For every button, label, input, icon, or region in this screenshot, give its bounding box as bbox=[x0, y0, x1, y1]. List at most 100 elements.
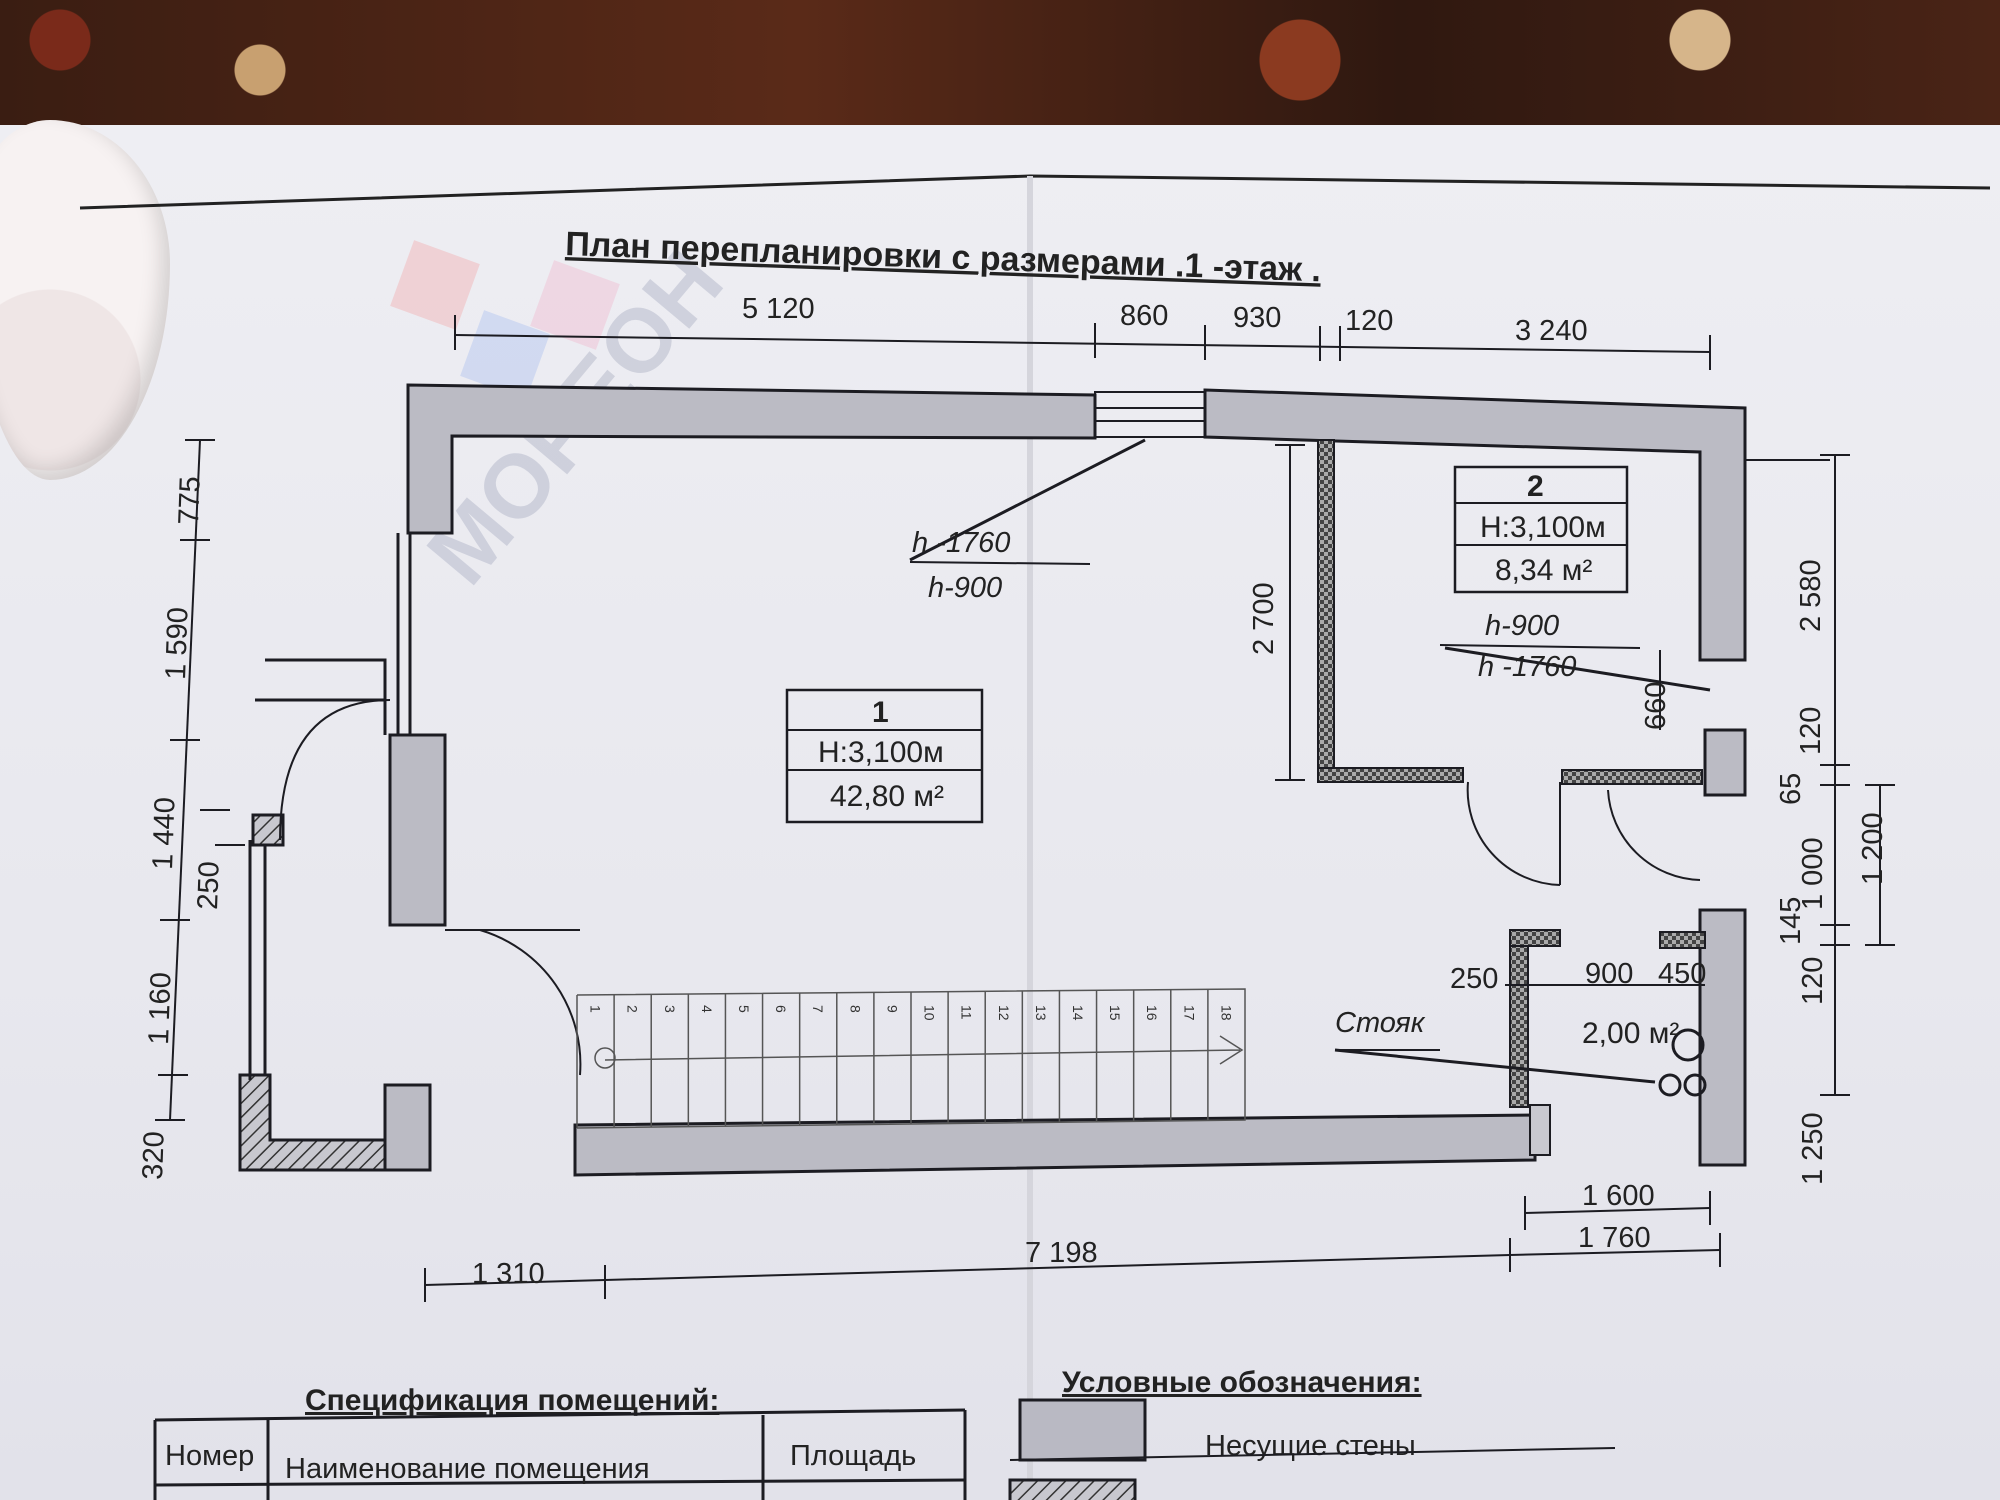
stair-step-number: 7 bbox=[810, 1005, 826, 1013]
door-swing-hall bbox=[1607, 789, 1701, 881]
stair-step-number: 6 bbox=[773, 1005, 789, 1013]
window-top bbox=[1094, 391, 1206, 438]
dim-bottom-3: 1 600 bbox=[1582, 1180, 1655, 1212]
stair-step-number: 10 bbox=[922, 1005, 938, 1021]
dim-right-2: 120 bbox=[1795, 707, 1827, 755]
door-swing-main bbox=[479, 929, 582, 1076]
spec-title: Спецификация помещений: bbox=[305, 1384, 719, 1417]
dim-bottom-4: 1 760 bbox=[1578, 1222, 1651, 1254]
legend-item-bearing: Несущие стены bbox=[1205, 1430, 1416, 1462]
window-note-leader-2 bbox=[1444, 646, 1711, 692]
dim-inner-3: 250 bbox=[1450, 963, 1498, 995]
spec-header-number: Номер bbox=[165, 1440, 254, 1472]
bath-wall-stub bbox=[1529, 1104, 1551, 1156]
stair-step-number: 2 bbox=[625, 1005, 641, 1013]
partition-bath-left bbox=[1509, 934, 1529, 1108]
spec-table bbox=[153, 1408, 967, 1500]
stair-step-number: 12 bbox=[996, 1005, 1012, 1021]
window-note-divider-1 bbox=[909, 561, 1091, 565]
dim-top-3: 930 bbox=[1233, 302, 1281, 334]
partition-room2-left bbox=[1317, 439, 1335, 781]
stair-step-number: 15 bbox=[1107, 1005, 1123, 1021]
stair-step-number: 11 bbox=[959, 1005, 975, 1020]
hatched-wall-corner bbox=[238, 1073, 387, 1172]
dim-left-4: 250 bbox=[192, 861, 226, 910]
room-2-number: 2 bbox=[1527, 470, 1544, 503]
window-note-1-top: h -1760 bbox=[912, 527, 1010, 559]
stair-step-number: 16 bbox=[1144, 1005, 1160, 1021]
stair-step-number: 14 bbox=[1070, 1005, 1086, 1021]
dim-top-4: 120 bbox=[1345, 305, 1393, 337]
spec-header-area: Площадь bbox=[790, 1440, 916, 1472]
dim-inner-1: 2 700 bbox=[1248, 582, 1280, 655]
dim-top-5: 3 240 bbox=[1515, 315, 1588, 347]
dim-right-4: 1 000 bbox=[1797, 837, 1829, 910]
legend-title: Условные обозначения: bbox=[1062, 1366, 1422, 1399]
stair-start-marker bbox=[594, 1047, 616, 1069]
dim-inner-2: 660 bbox=[1640, 682, 1672, 730]
window-note-leader-1 bbox=[909, 438, 1146, 562]
riser-leader bbox=[1334, 1048, 1656, 1084]
room-1-number: 1 bbox=[872, 696, 889, 729]
window-note-divider-2 bbox=[1439, 644, 1641, 649]
dim-right-6: 145 bbox=[1775, 897, 1807, 945]
dim-left-3: 1 440 bbox=[147, 797, 182, 871]
dim-left-5: 1 160 bbox=[143, 972, 178, 1046]
door-swing-room2 bbox=[1466, 781, 1561, 886]
dim-right-8: 1 250 bbox=[1797, 1112, 1829, 1185]
dim-right-7: 120 bbox=[1797, 957, 1829, 1005]
stair-step-number: 18 bbox=[1218, 1005, 1234, 1021]
spec-header-name: Наименование помещения bbox=[285, 1453, 650, 1485]
stair-step-number: 13 bbox=[1033, 1005, 1049, 1021]
vestibule-walls bbox=[248, 533, 412, 1080]
dimension-line-right bbox=[1745, 454, 1895, 1096]
dimension-line-bottom bbox=[424, 1191, 1721, 1302]
dim-left-2: 1 590 bbox=[160, 607, 195, 681]
partition-room2-bottom-b bbox=[1561, 769, 1703, 785]
dimension-line-left bbox=[155, 439, 245, 1121]
partition-room2-bottom-a bbox=[1317, 767, 1464, 783]
stair-step-number: 17 bbox=[1181, 1005, 1197, 1021]
dim-left-1: 775 bbox=[173, 476, 207, 525]
sheet-border-top bbox=[79, 174, 1991, 210]
dim-right-3: 65 bbox=[1775, 773, 1807, 805]
dim-left-6: 320 bbox=[137, 1131, 171, 1180]
stair-step-number: 5 bbox=[736, 1005, 752, 1013]
dimension-line-inner bbox=[1275, 444, 1705, 986]
stair-step-number: 4 bbox=[699, 1005, 715, 1013]
room-2-height: Н:3,100м bbox=[1480, 511, 1606, 544]
window-note-2-bottom: h -1760 bbox=[1478, 651, 1576, 683]
dim-inner-4: 900 bbox=[1585, 958, 1633, 990]
room-2-area: 8,34 м² bbox=[1495, 554, 1592, 587]
room-3-area: 2,00 м² bbox=[1582, 1017, 1679, 1050]
dim-top-2: 860 bbox=[1120, 300, 1168, 332]
room-label-2: 2 Н:3,100м 8,34 м² bbox=[1453, 465, 1629, 594]
stair-direction-arrow bbox=[604, 1035, 1244, 1065]
partition-bath-top-b bbox=[1659, 931, 1706, 949]
room-1-height: Н:3,100м bbox=[818, 736, 944, 769]
stair-step-number: 3 bbox=[662, 1005, 678, 1013]
dimension-line-top bbox=[454, 315, 1711, 370]
legend-swatch-bearing bbox=[1018, 1398, 1147, 1462]
toilet-fixture bbox=[1671, 1028, 1705, 1062]
riser-pipe-a bbox=[1658, 1073, 1682, 1097]
dim-bottom-1: 1 310 bbox=[472, 1258, 545, 1290]
paper-sheet bbox=[0, 125, 2000, 1500]
dim-right-1: 2 580 bbox=[1795, 559, 1827, 632]
entry-door-swing bbox=[279, 699, 391, 841]
stair-step-number: 9 bbox=[884, 1005, 900, 1013]
window-note-1-bottom: h-900 bbox=[928, 572, 1002, 604]
dim-right-5: 1 200 bbox=[1857, 812, 1889, 885]
partition-bath-top-a bbox=[1509, 929, 1561, 947]
dim-top-1: 5 120 bbox=[742, 293, 815, 325]
window-note-2-top: h-900 bbox=[1485, 610, 1559, 642]
stair-step-number: 1 bbox=[588, 1005, 604, 1013]
hatched-column bbox=[251, 813, 285, 847]
legend-swatch-partition bbox=[1008, 1478, 1137, 1500]
riser-pipe-b bbox=[1683, 1073, 1707, 1097]
legend-rule bbox=[1009, 1447, 1616, 1461]
room-1-area: 42,80 м² bbox=[830, 780, 944, 813]
dim-bottom-2: 7 198 bbox=[1025, 1237, 1098, 1269]
